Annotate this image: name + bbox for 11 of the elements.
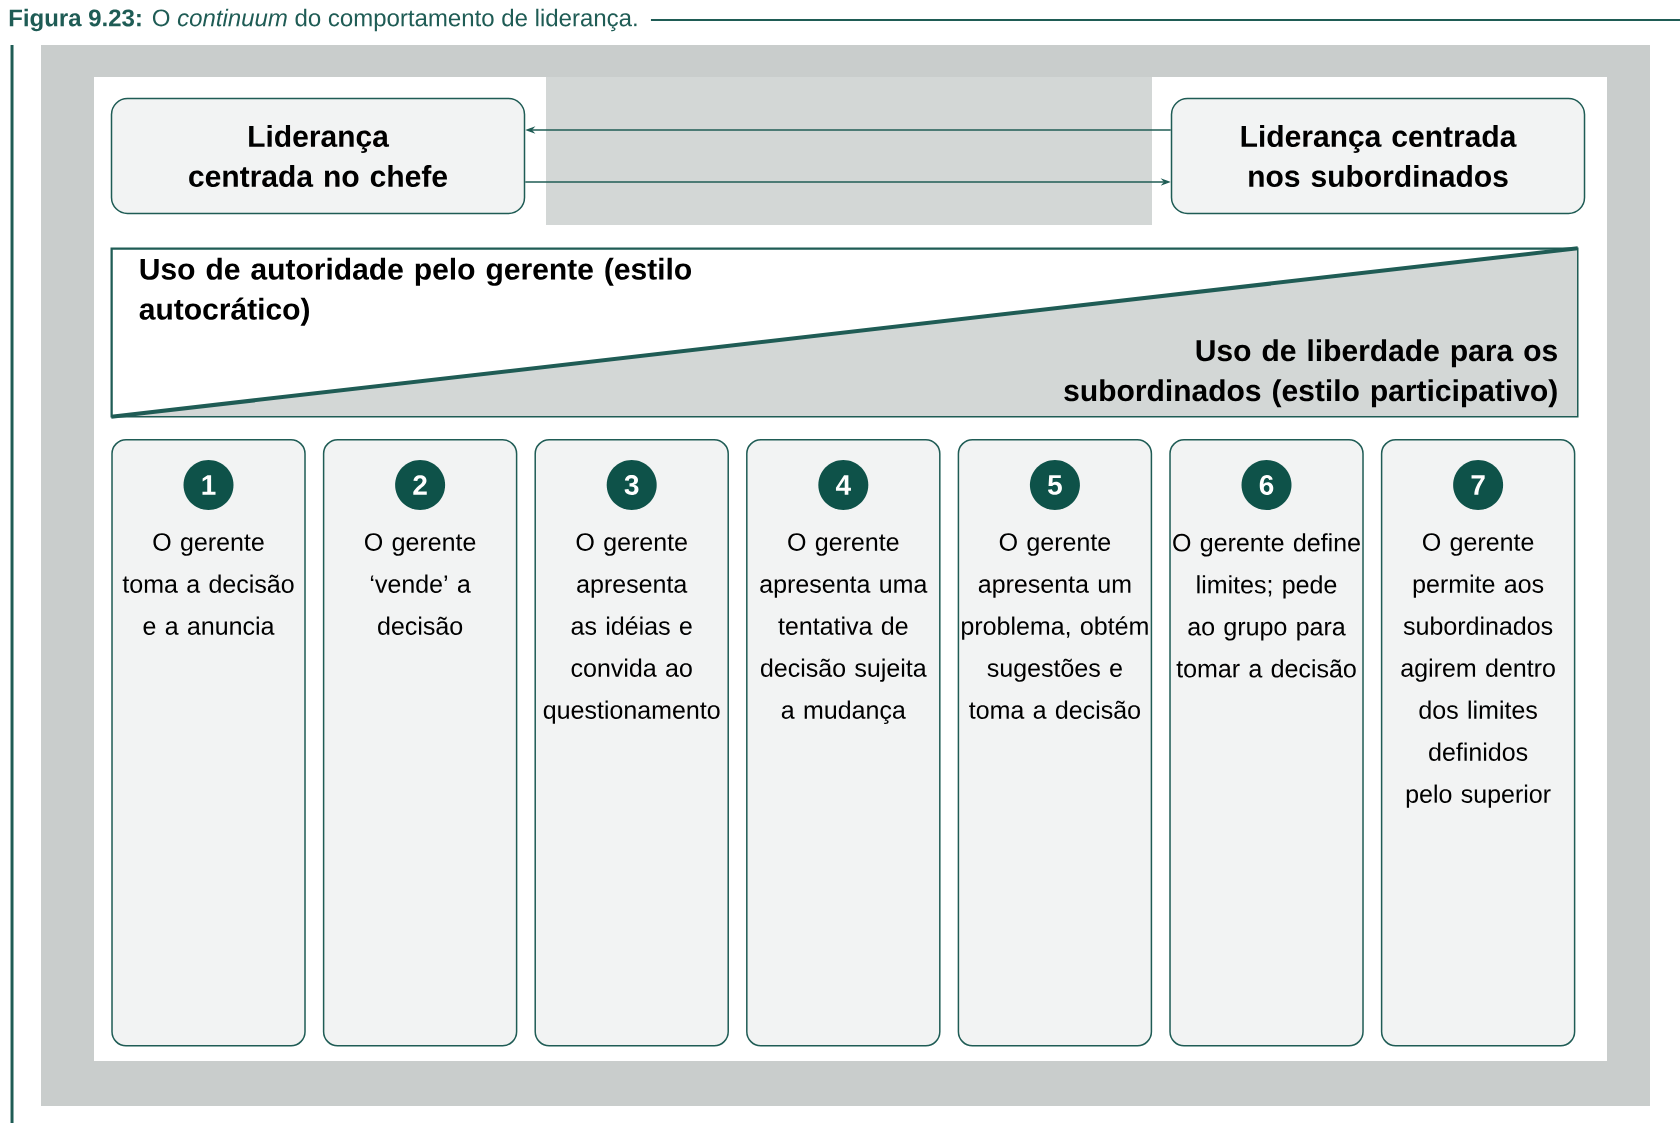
number-badge: 5: [1029, 460, 1080, 510]
leadership-box: Liderança centrada nos subordinados: [1170, 97, 1586, 215]
leadership-box: Liderança centrada no chefe: [110, 97, 526, 215]
authority-wedge: Uso de autoridade pelo gerente (estilo autocrático) Uso de liberdade para os subordinados (estilo participativo): [110, 246, 1579, 419]
number-badge: 2: [395, 460, 446, 510]
number-badge: 7: [1453, 460, 1504, 510]
figure-title: Figura 9.23: O continuum do comportamento de liderança.: [9, 8, 637, 32]
number-badge: 3: [606, 460, 657, 510]
number-badge: 4: [818, 460, 869, 510]
number-badge: 6: [1241, 460, 1292, 510]
number-badge: 1: [183, 460, 234, 510]
